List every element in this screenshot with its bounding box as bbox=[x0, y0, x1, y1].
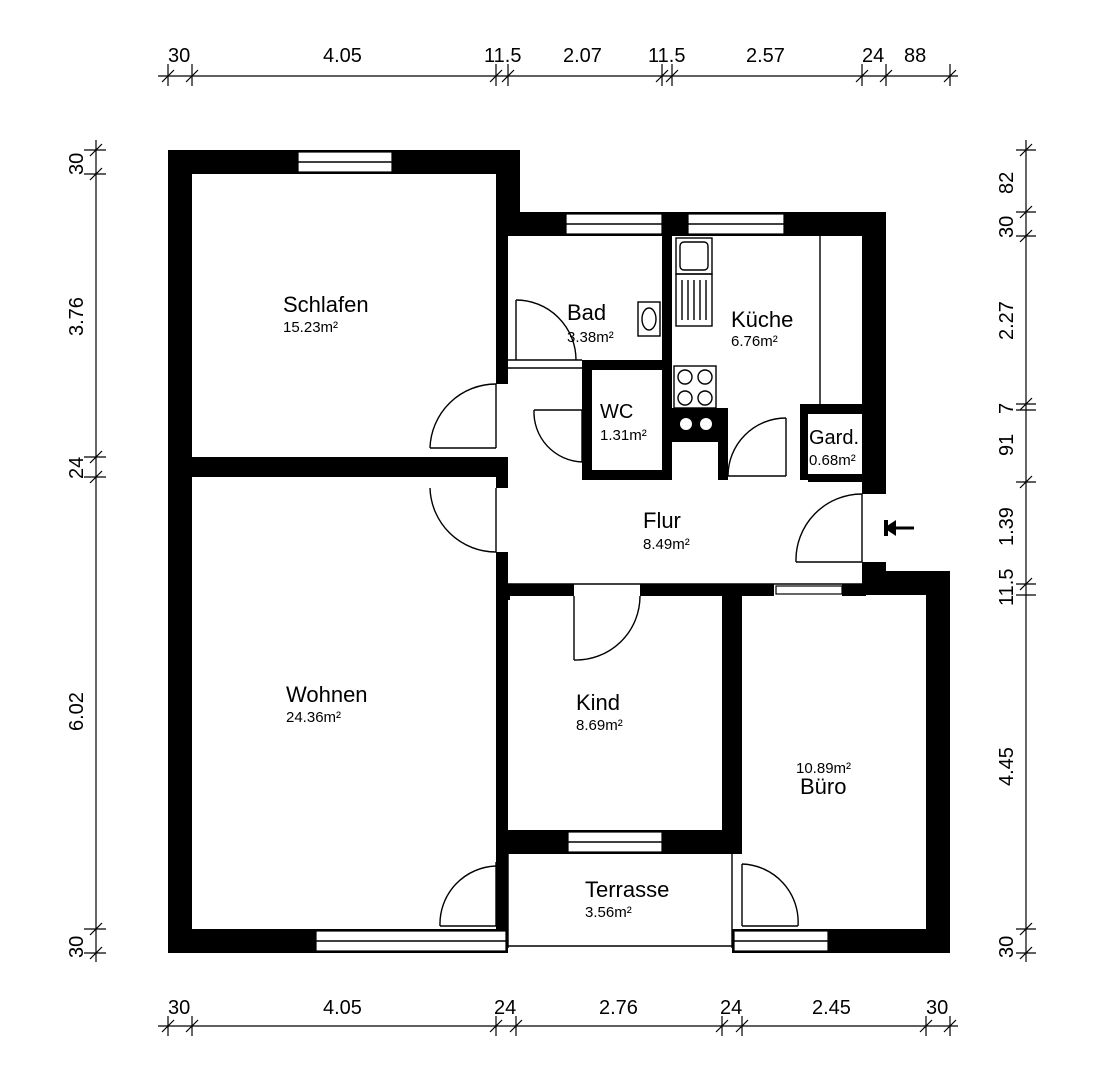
sink-icon bbox=[675, 237, 713, 275]
dimension-right: 82 30 2.27 7 91 1.39 11.5 4.45 30 bbox=[996, 140, 1036, 962]
dim-top-7: 24 bbox=[862, 45, 884, 67]
ticks-top bbox=[161, 64, 957, 86]
room-name-kind: Kind bbox=[576, 690, 620, 715]
dim-bottom-7: 30 bbox=[926, 997, 948, 1019]
dim-right-3: 2.27 bbox=[996, 301, 1018, 340]
dim-right-7: 11.5 bbox=[996, 569, 1018, 606]
window-bad bbox=[565, 213, 663, 235]
room-area-kind: 8.69m² bbox=[576, 717, 623, 734]
window-buero-top bbox=[775, 585, 843, 595]
dim-top-5: 11.5 bbox=[648, 45, 685, 67]
dim-right-6: 1.39 bbox=[996, 507, 1018, 546]
dim-left-5: 30 bbox=[66, 936, 88, 958]
dim-top-1: 30 bbox=[168, 45, 190, 67]
door-kind bbox=[573, 595, 641, 661]
room-area-kueche: 6.76m² bbox=[731, 333, 778, 350]
dim-left-1: 30 bbox=[66, 153, 88, 175]
dimension-bottom: 30 4.05 24 2.76 24 2.45 30 bbox=[158, 997, 958, 1036]
room-name-wohnen: Wohnen bbox=[286, 682, 368, 707]
room-name-wc: WC bbox=[600, 401, 633, 423]
dim-right-5: 91 bbox=[996, 434, 1018, 456]
door-wc bbox=[533, 409, 583, 463]
dim-top-4: 2.07 bbox=[563, 45, 602, 67]
window-kind bbox=[567, 831, 663, 853]
room-name-flur: Flur bbox=[643, 508, 681, 533]
room-area-buero: 10.89m² bbox=[796, 760, 851, 777]
door-kueche bbox=[727, 417, 787, 477]
dim-right-9: 30 bbox=[996, 936, 1018, 958]
dim-bottom-1: 30 bbox=[168, 997, 190, 1019]
room-area-wc: 1.31m² bbox=[600, 427, 647, 444]
dim-top-8: 88 bbox=[904, 45, 926, 67]
room-name-schlafen: Schlafen bbox=[283, 292, 369, 317]
room-area-gard: 0.68m² bbox=[809, 452, 856, 469]
ticks-left bbox=[84, 143, 106, 960]
dimension-top: 30 4.05 11.5 2.07 11.5 2.57 24 88 bbox=[158, 45, 958, 86]
walls bbox=[168, 150, 950, 953]
dim-bottom-2: 4.05 bbox=[323, 997, 362, 1019]
dim-right-1: 82 bbox=[996, 172, 1018, 194]
room-area-bad: 3.38m² bbox=[567, 329, 614, 346]
stove-icon bbox=[673, 365, 717, 409]
dimension-left: 30 3.76 24 6.02 30 bbox=[66, 140, 106, 962]
door-bad bbox=[515, 299, 577, 361]
room-area-wohnen: 24.36m² bbox=[286, 709, 341, 726]
ticks-right bbox=[1016, 143, 1036, 960]
dim-top-6: 2.57 bbox=[746, 45, 785, 67]
door-wohnen bbox=[429, 487, 497, 553]
partitions bbox=[181, 173, 939, 948]
dim-left-2: 3.76 bbox=[66, 297, 88, 336]
window-wohnen bbox=[315, 930, 507, 952]
dim-top-3: 11.5 bbox=[484, 45, 521, 67]
windows bbox=[297, 151, 843, 952]
room-name-gard: Gard. bbox=[809, 427, 859, 449]
dim-right-8: 4.45 bbox=[996, 747, 1018, 786]
door-schlafen bbox=[429, 383, 497, 449]
room-name-buero: Büro bbox=[800, 774, 846, 799]
door-entrance bbox=[795, 493, 863, 563]
draining-board-icon bbox=[675, 273, 713, 327]
ticks-bottom bbox=[161, 1016, 957, 1036]
dim-right-2: 30 bbox=[996, 216, 1018, 238]
room-name-kueche: Küche bbox=[731, 307, 793, 332]
doors bbox=[429, 299, 863, 927]
dim-left-3: 24 bbox=[66, 457, 88, 479]
pipe-duct-icon bbox=[680, 418, 712, 430]
room-area-terrasse: 3.56m² bbox=[585, 904, 632, 921]
dim-bottom-5: 24 bbox=[720, 997, 742, 1019]
entrance-arrow-icon bbox=[884, 520, 914, 536]
dim-left-4: 6.02 bbox=[66, 692, 88, 731]
washbasin-icon bbox=[637, 301, 661, 337]
dim-bottom-4: 2.76 bbox=[599, 997, 638, 1019]
window-buero bbox=[733, 930, 829, 952]
dim-bottom-6: 2.45 bbox=[812, 997, 851, 1019]
door-terrasse-left bbox=[439, 862, 497, 927]
room-name-terrasse: Terrasse bbox=[585, 877, 669, 902]
room-area-schlafen: 15.23m² bbox=[283, 319, 338, 336]
room-area-flur: 8.49m² bbox=[643, 536, 690, 553]
door-terrasse-right bbox=[741, 863, 799, 927]
dim-bottom-3: 24 bbox=[494, 997, 516, 1019]
window-schlafen bbox=[297, 151, 393, 173]
room-labels: Schlafen 15.23m² Bad 3.38m² Küche 6.76m²… bbox=[283, 292, 859, 921]
window-kueche bbox=[687, 213, 785, 235]
dim-right-4: 7 bbox=[996, 403, 1018, 414]
fixtures bbox=[637, 237, 717, 430]
dim-top-2: 4.05 bbox=[323, 45, 362, 67]
room-name-bad: Bad bbox=[567, 300, 606, 325]
